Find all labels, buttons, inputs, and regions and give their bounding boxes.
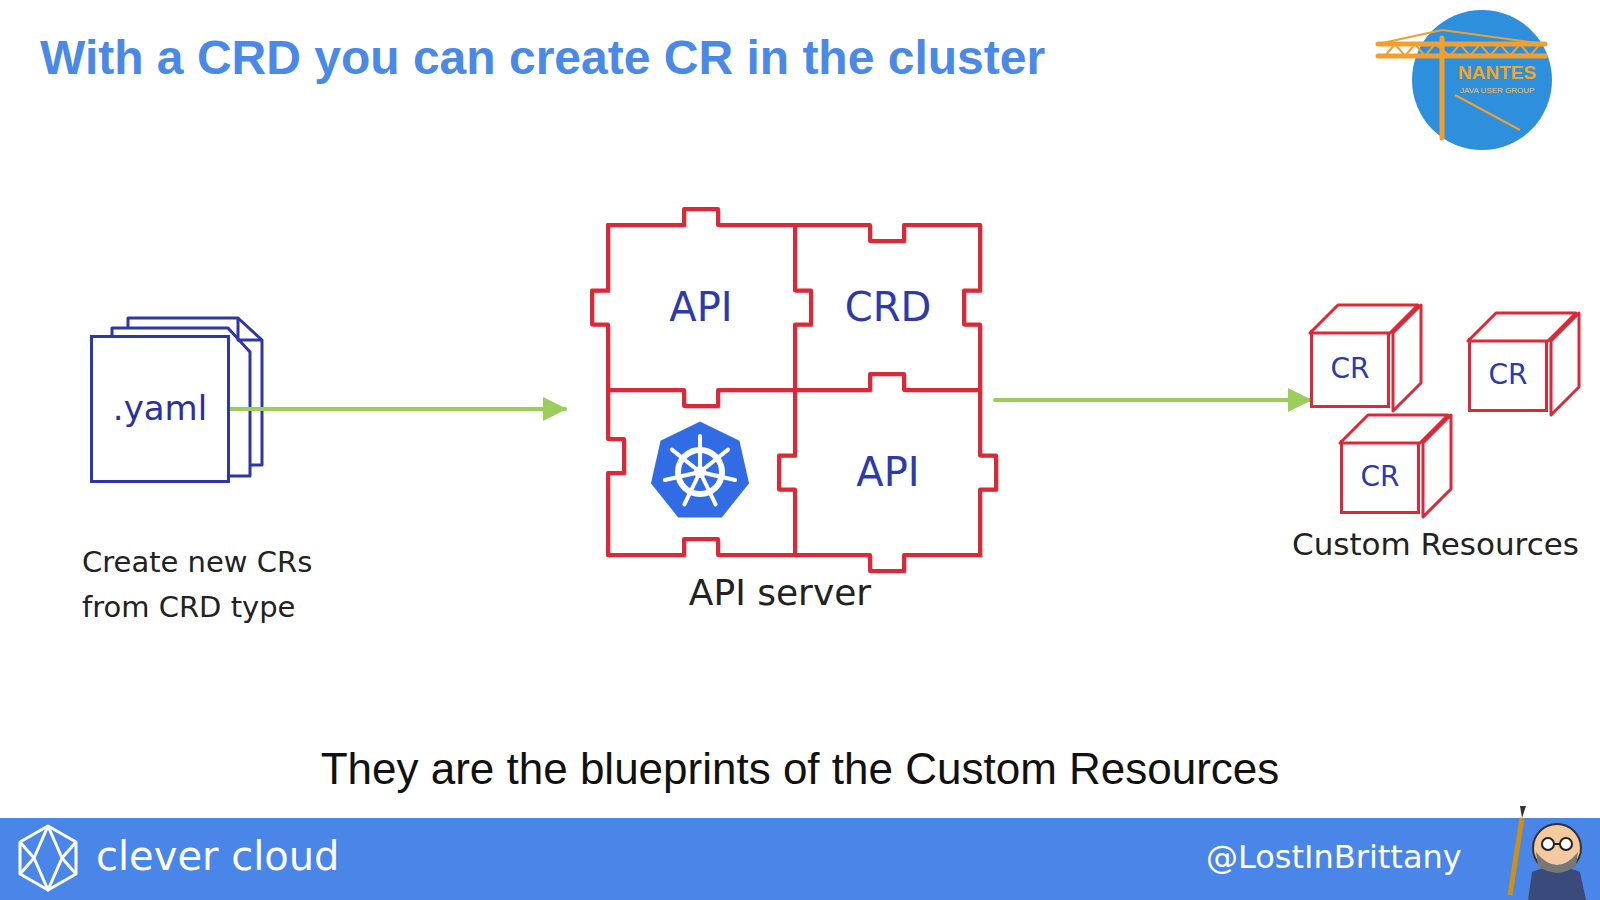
api-server: API server API CRD API: [565, 215, 995, 625]
cube-side: [1551, 313, 1579, 415]
logo-text: NANTES: [1458, 62, 1548, 84]
node-text: CR: [1488, 359, 1527, 391]
api-server-puzzle: [592, 209, 998, 573]
note-text: Create new CRs from CRD type: [82, 540, 372, 630]
cube-side: [1423, 415, 1451, 517]
slide-title: With a CRD you can create CR in the clus…: [40, 30, 1045, 85]
author-handle: @LostInBrittany: [1206, 838, 1462, 876]
node-text: CR: [1360, 461, 1399, 493]
node-text: API: [856, 449, 919, 495]
footer-bar: [0, 818, 1600, 900]
cr-cube: CR: [1340, 440, 1420, 514]
kubernetes-logo: [649, 420, 750, 519]
node-text: CR: [1330, 353, 1369, 385]
node-text: CRD: [845, 284, 932, 330]
puzzle-edge: [608, 374, 980, 406]
node-text: API server: [689, 572, 871, 613]
brand-name: clever cloud: [96, 833, 496, 879]
puzzle-edge-crayon: [610, 376, 982, 408]
slide-caption: They are the blueprints of the Custom Re…: [0, 744, 1600, 794]
api-piece: API: [797, 392, 979, 552]
node-text: API: [669, 284, 732, 330]
yaml-file: .yaml: [90, 335, 230, 483]
flow-arrow: [230, 407, 565, 411]
cube-side: [1393, 305, 1421, 411]
crd-piece: CRD: [797, 227, 979, 387]
logo-subtext: JAVA USER GROUP: [1460, 86, 1550, 95]
api-piece: API: [610, 227, 792, 387]
clever-cloud-icon: [20, 826, 76, 890]
nantes-jug-logo: [1378, 10, 1552, 150]
author-avatar: [1510, 806, 1586, 900]
group-label: Custom Resources: [1292, 526, 1592, 562]
cr-cube: CR: [1468, 338, 1548, 412]
node-text: .yaml: [113, 389, 207, 428]
flow-arrow: [995, 398, 1310, 402]
cr-cube: CR: [1310, 330, 1390, 408]
